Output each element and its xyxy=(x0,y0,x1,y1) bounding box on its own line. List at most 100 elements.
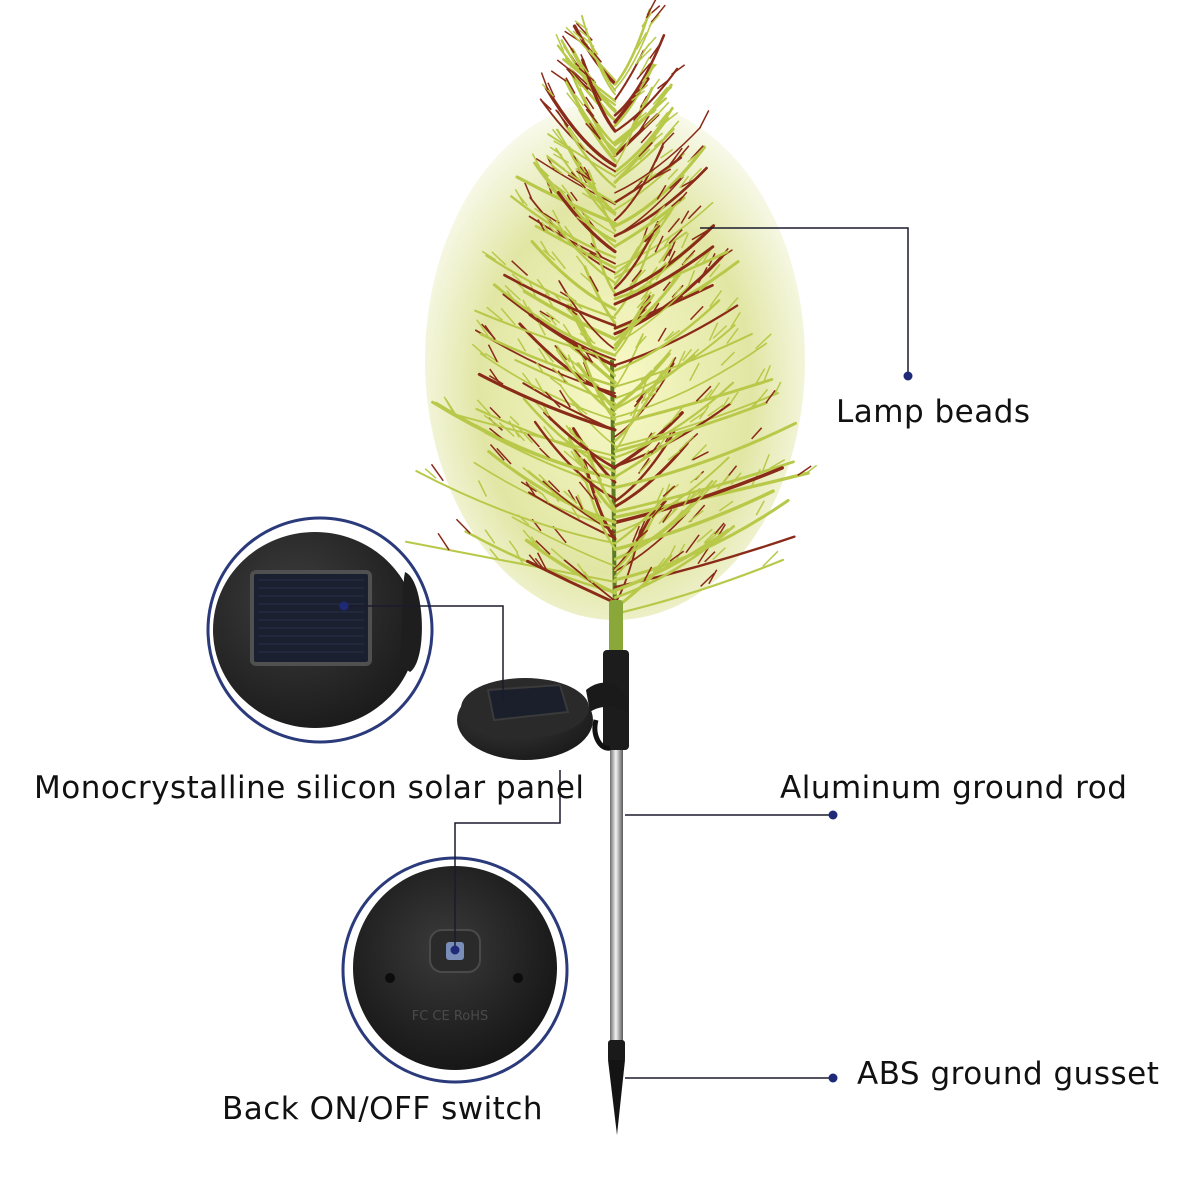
foliage-leaflet xyxy=(663,507,678,522)
foliage-leaflet xyxy=(593,52,603,63)
foliage-leaflet xyxy=(576,494,585,511)
foliage-sprig xyxy=(556,191,617,254)
foliage-leaflet xyxy=(700,572,716,587)
foliage-sprig xyxy=(503,273,617,327)
foliage-leaflet xyxy=(540,240,550,257)
foliage-leaflet xyxy=(541,492,550,504)
foliage-leaflet xyxy=(583,571,594,584)
foliage-sprig xyxy=(613,421,798,490)
foliage-leaflet xyxy=(579,87,589,107)
foliage-sprig xyxy=(613,273,681,341)
foliage-sprig xyxy=(535,158,616,206)
foliage-sprig xyxy=(477,372,617,432)
foliage-leaflet xyxy=(675,543,686,562)
foliage-leaflet xyxy=(540,72,549,91)
foliage-leaflet xyxy=(650,441,661,454)
foliage-leaflet xyxy=(578,60,591,77)
foliage-leaflet xyxy=(534,557,545,570)
foliage-leaflet xyxy=(541,221,550,234)
foliage-leaflet xyxy=(649,43,661,60)
foliage-leaflet xyxy=(541,100,552,111)
foliage-leaflet xyxy=(548,161,563,175)
solar-panel-dot xyxy=(339,601,349,611)
foliage-leaflet xyxy=(687,205,702,220)
foliage-leaflet xyxy=(707,382,721,399)
foliage-leaflet xyxy=(667,168,679,180)
foliage-sprig xyxy=(537,166,616,235)
foliage-sprig xyxy=(563,559,616,602)
foliage-sprig xyxy=(526,559,617,605)
foliage-leaflet xyxy=(528,554,541,568)
foliage-leaflet xyxy=(704,531,720,545)
foliage-leaflet xyxy=(656,213,671,225)
foliage-leaflet xyxy=(556,110,569,128)
foliage-leaflet xyxy=(583,103,595,117)
foliage-leaflet xyxy=(637,115,650,134)
foliage-leaflet xyxy=(657,79,669,90)
foliage-sprig xyxy=(563,122,617,189)
foliage-leaflet xyxy=(687,150,702,163)
foliage-sprig xyxy=(511,516,616,567)
foliage-leaflet xyxy=(669,177,682,190)
foliage-leaflet xyxy=(689,305,704,321)
foliage-sprig xyxy=(613,479,714,561)
foliage-leaflet xyxy=(571,366,585,381)
foliage-leaflet xyxy=(509,415,520,426)
foliage-leaflet xyxy=(455,518,471,534)
foliage-leaflet xyxy=(545,154,561,167)
foliage-leaflet xyxy=(720,351,736,366)
foliage-sprig xyxy=(614,201,714,269)
foliage-leaflet xyxy=(655,487,665,504)
foliage-leaflet xyxy=(424,468,437,479)
foliage-leaflet xyxy=(687,509,704,523)
foliage-leaflet xyxy=(563,490,578,505)
foliage-leaflet xyxy=(535,540,551,555)
foliage-leaflet xyxy=(576,170,592,181)
foliage-leaflet xyxy=(774,381,782,395)
foliage-leaflet xyxy=(668,229,683,244)
foliage-leaflet xyxy=(575,496,584,510)
foliage-leaflet xyxy=(635,84,649,96)
foliage-leaflet xyxy=(548,316,557,326)
foliage-sprig xyxy=(474,309,617,361)
foliage-leaflet xyxy=(652,557,666,573)
foliage-leaflet xyxy=(695,385,712,402)
foliage-leaflet xyxy=(643,566,653,582)
gusset-dot xyxy=(828,1073,838,1083)
foliage-leaflet xyxy=(538,322,546,336)
foliage-leaflet xyxy=(589,275,599,293)
foliage-sprig xyxy=(542,480,616,534)
foliage-leaflet xyxy=(527,433,540,448)
foliage-leaflet xyxy=(763,364,772,383)
foliage-leaflet xyxy=(564,57,575,69)
lamp-beads-leader xyxy=(700,227,909,374)
foliage-leaflet xyxy=(496,447,512,465)
foliage-leaflet xyxy=(631,90,646,102)
foliage-leaflet xyxy=(582,36,595,48)
foliage-sprig xyxy=(558,280,616,351)
foliage-leaflet xyxy=(668,147,683,166)
foliage-leaflet xyxy=(708,322,719,341)
foliage-sprig xyxy=(613,498,790,582)
foliage-leaflet xyxy=(653,101,670,119)
foliage-sprig xyxy=(502,293,616,361)
foliage-leaflet xyxy=(663,236,671,247)
foliage-leaflet xyxy=(486,306,504,321)
foliage-sprig xyxy=(404,540,617,583)
foliage-leaflet xyxy=(637,43,651,62)
foliage-leaflet xyxy=(577,472,588,484)
foliage-leaflet xyxy=(552,291,562,302)
foliage-leaflet xyxy=(564,292,578,303)
foliage-leaflet xyxy=(537,219,546,231)
foliage-leaflet xyxy=(641,94,650,106)
foliage-leaflet xyxy=(565,26,583,45)
foliage-leaflet xyxy=(574,20,589,31)
foliage-leaflet xyxy=(556,59,574,73)
foliage-sprig xyxy=(544,86,617,168)
foliage-leaflet xyxy=(585,108,599,124)
foliage-leaflet xyxy=(635,333,644,349)
solar-panel-leader xyxy=(345,605,504,700)
foliage-leaflet xyxy=(662,281,671,292)
foliage-leaflet xyxy=(561,184,575,202)
foliage-leaflet xyxy=(656,184,667,200)
